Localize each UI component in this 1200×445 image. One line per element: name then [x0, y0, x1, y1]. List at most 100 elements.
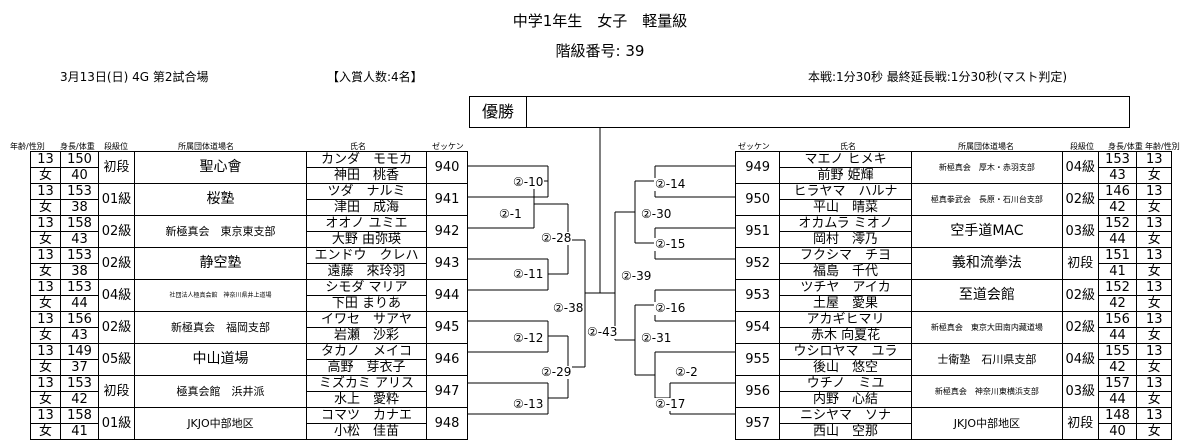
header-age-right: 年齢/性別: [1145, 142, 1180, 151]
match-label: ②-2: [674, 365, 699, 379]
rank-cell: 04級: [98, 279, 135, 312]
kana-cell: アカギヒマリ: [779, 311, 912, 328]
page-title: 中学1年生 女子 軽量級: [512, 12, 688, 30]
age-cell: 13: [30, 183, 61, 200]
sex-cell: 女: [30, 167, 61, 184]
rank-cell: 04級: [1061, 343, 1099, 376]
zekken-cell: 955: [734, 343, 781, 376]
dojo-cell: JKJO中部地区: [134, 407, 307, 440]
name-cell: 西山 空那: [779, 423, 912, 440]
height-cell: 157: [1097, 375, 1138, 392]
winner-box: 優勝: [469, 96, 1130, 128]
dojo-cell: 中山道場: [134, 343, 307, 376]
dojo-cell: 極真拳武会 長原・石川台支部: [910, 183, 1063, 216]
name-cell: 岩瀬 沙彩: [306, 327, 427, 344]
header-zekken: ゼッケン: [432, 142, 464, 151]
name-cell: 神田 桃香: [306, 167, 427, 184]
header-dojo-right: 所属団体道場名: [958, 142, 1014, 151]
sex-cell: 女: [1136, 391, 1172, 408]
height-cell: 153: [60, 183, 99, 200]
class-number: 階級番号: 39: [555, 42, 645, 60]
rules: 本戦:1分30秒 最終延長戦:1分30秒(マスト判定): [808, 70, 1068, 84]
zekken-cell: 945: [426, 311, 468, 344]
header-age: 年齢/性別: [10, 142, 45, 151]
weight-cell: 44: [1097, 391, 1138, 408]
match-label: ②-11: [512, 267, 545, 281]
header-height-right: 身長/体重: [1108, 142, 1143, 151]
match-label: ②-30: [640, 207, 673, 221]
zekken-cell: 944: [426, 279, 468, 312]
zekken-cell: 941: [426, 183, 468, 216]
header-rank: 段級位: [104, 142, 128, 151]
zekken-cell: 953: [734, 279, 781, 312]
age-cell: 13: [1136, 375, 1172, 392]
match-label: ②-43: [586, 325, 619, 339]
name-cell: 後山 悠空: [779, 359, 912, 376]
name-cell: 平山 晴菜: [779, 199, 912, 216]
match-label: ②-39: [620, 269, 653, 283]
height-cell: 152: [1097, 215, 1138, 232]
height-cell: 153: [1097, 151, 1138, 168]
weight-cell: 44: [1097, 327, 1138, 344]
dojo-cell: 聖心會: [134, 151, 307, 184]
match-label: ②-13: [512, 397, 545, 411]
height-cell: 148: [1097, 407, 1138, 424]
zekken-cell: 947: [426, 375, 468, 408]
zekken-cell: 951: [734, 215, 781, 248]
header-height: 身長/体重: [60, 142, 95, 151]
weight-cell: 42: [60, 391, 99, 408]
rank-cell: 05級: [98, 343, 135, 376]
header-zekken-right: ゼッケン: [738, 142, 770, 151]
dojo-cell: 社団法人極真会館 神奈川県井上道場: [134, 279, 307, 312]
match-label: ②-38: [552, 301, 585, 315]
match-label: ②-1: [498, 207, 523, 221]
header-name-right: 氏名: [840, 142, 856, 151]
sex-cell: 女: [1136, 423, 1172, 440]
dojo-cell: 士衛塾 石川県支部: [910, 343, 1063, 376]
header-rank-right: 段級位: [1070, 142, 1094, 151]
name-cell: 津田 成海: [306, 199, 427, 216]
weight-cell: 41: [1097, 263, 1138, 280]
rank-cell: 02級: [98, 311, 135, 344]
rank-cell: 01級: [98, 183, 135, 216]
name-cell: 赤木 向夏花: [779, 327, 912, 344]
sex-cell: 女: [30, 423, 61, 440]
kana-cell: イワセ サアヤ: [306, 311, 427, 328]
rank-cell: 02級: [1061, 311, 1099, 344]
sex-cell: 女: [1136, 167, 1172, 184]
age-cell: 13: [30, 279, 61, 296]
sex-cell: 女: [30, 199, 61, 216]
match-label: ②-12: [512, 331, 545, 345]
match-label: ②-28: [540, 231, 573, 245]
dojo-cell: 静空塾: [134, 247, 307, 280]
rank-cell: 初段: [98, 151, 135, 184]
name-cell: 大野 由弥瑛: [306, 231, 427, 248]
age-cell: 13: [1136, 247, 1172, 264]
rank-cell: 01級: [98, 407, 135, 440]
weight-cell: 40: [1097, 423, 1138, 440]
match-label: ②-10: [512, 175, 545, 189]
weight-cell: 41: [60, 423, 99, 440]
dojo-cell: 空手道MAC: [910, 215, 1063, 248]
zekken-cell: 952: [734, 247, 781, 280]
dojo-cell: 新極真会 神奈川東横浜支部: [910, 375, 1063, 408]
match-label: ②-14: [654, 177, 687, 191]
rank-cell: 02級: [1061, 279, 1099, 312]
header-name: 氏名: [350, 142, 366, 151]
